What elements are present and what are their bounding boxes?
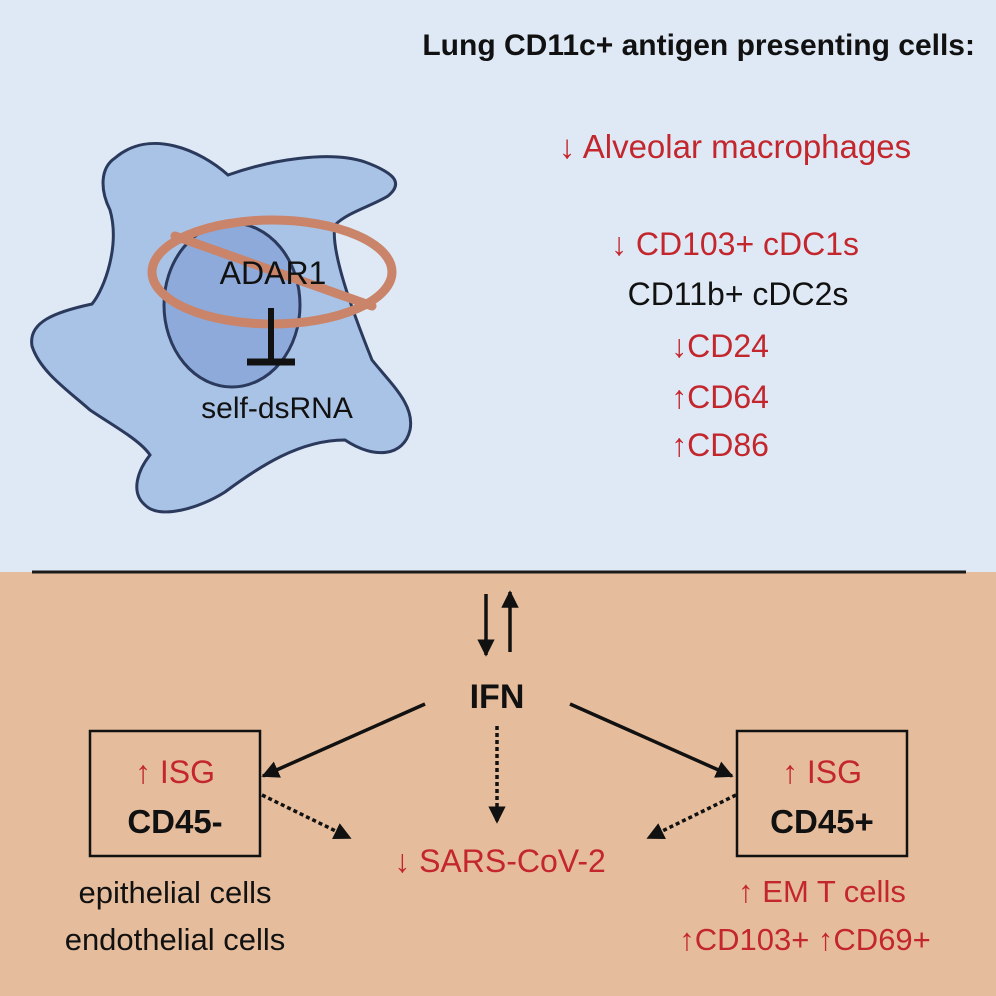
cd45neg-to-virus-dotted-arrow bbox=[261, 793, 352, 840]
cd45pos-isg-label: ↑ ISG bbox=[782, 754, 862, 790]
self-dsrna-label: self-dsRNA bbox=[201, 392, 353, 425]
alveolar-macrophages-finding: ↓ Alveolar macrophages bbox=[559, 128, 911, 165]
sars-cov-2-finding: ↓ SARS-CoV-2 bbox=[394, 843, 606, 879]
cd86-finding: ↑CD86 bbox=[671, 427, 769, 463]
cdc1-finding: ↓ CD103+ cDC1s bbox=[611, 226, 859, 262]
ifn-label: IFN bbox=[470, 678, 525, 716]
inhibition-bar-icon bbox=[247, 308, 295, 366]
em-t-cells-finding: ↑ EM T cells bbox=[738, 874, 906, 909]
ifn-to-cd45pos-arrow bbox=[569, 702, 734, 778]
cd24-finding: ↓CD24 bbox=[671, 328, 769, 364]
cd64-finding: ↑CD64 bbox=[671, 379, 769, 415]
cd45pos-label: CD45+ bbox=[770, 803, 874, 840]
ifn-to-cd45neg-arrow bbox=[261, 702, 426, 778]
cd45pos-box bbox=[735, 729, 909, 858]
endothelial-cells-label: endothelial cells bbox=[65, 922, 286, 957]
cd45pos-to-virus-dotted-arrow bbox=[646, 793, 737, 840]
cd45neg-isg-label: ↑ ISG bbox=[135, 754, 215, 790]
epithelial-cells-label: epithelial cells bbox=[79, 875, 272, 910]
cd103-cd69-finding: ↑CD103+ ↑CD69+ bbox=[679, 922, 931, 957]
panel-title: Lung CD11c+ antigen presenting cells: bbox=[422, 29, 975, 62]
adar1-label: ADAR1 bbox=[220, 255, 327, 291]
cdc2-label: CD11b+ cDC2s bbox=[628, 276, 849, 312]
cd45neg-box bbox=[88, 729, 262, 858]
bidirectional-arrows-icon bbox=[477, 590, 519, 657]
cd45neg-label: CD45- bbox=[127, 803, 222, 840]
